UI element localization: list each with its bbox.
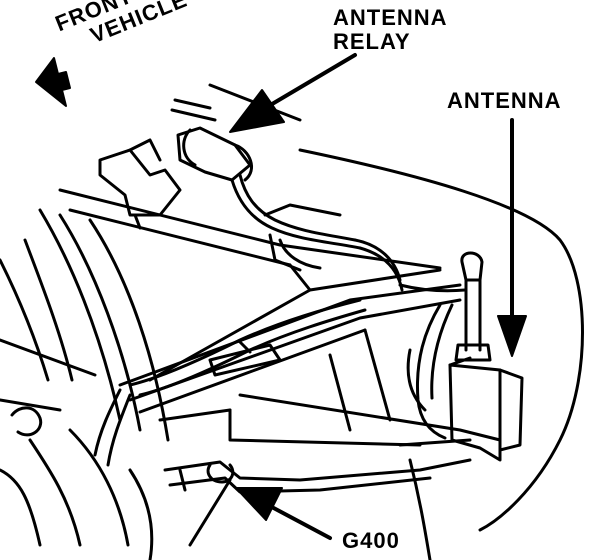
antenna-relay-label-line2: RELAY <box>333 29 411 54</box>
antenna-callout-arrow <box>497 118 527 357</box>
antenna-relay-label-line1: ANTENNA <box>333 5 448 30</box>
antenna-label: ANTENNA <box>447 88 562 113</box>
ground-g400-area <box>128 438 472 560</box>
front-direction-arrow-icon <box>35 57 71 107</box>
wiring-harness <box>93 173 467 467</box>
ground-g400-label: G400 <box>342 528 400 553</box>
antenna-relay-label: ANTENNA RELAY <box>333 6 448 54</box>
front-body-panel <box>0 338 130 547</box>
antenna-relay-body <box>170 98 253 182</box>
core-support <box>58 188 502 447</box>
g400-callout-arrow <box>235 487 332 540</box>
antenna-relay-callout-arrow <box>229 53 357 133</box>
power-antenna-assembly <box>448 251 524 462</box>
mounting-bracket <box>98 138 182 230</box>
hood-outline <box>208 83 584 532</box>
